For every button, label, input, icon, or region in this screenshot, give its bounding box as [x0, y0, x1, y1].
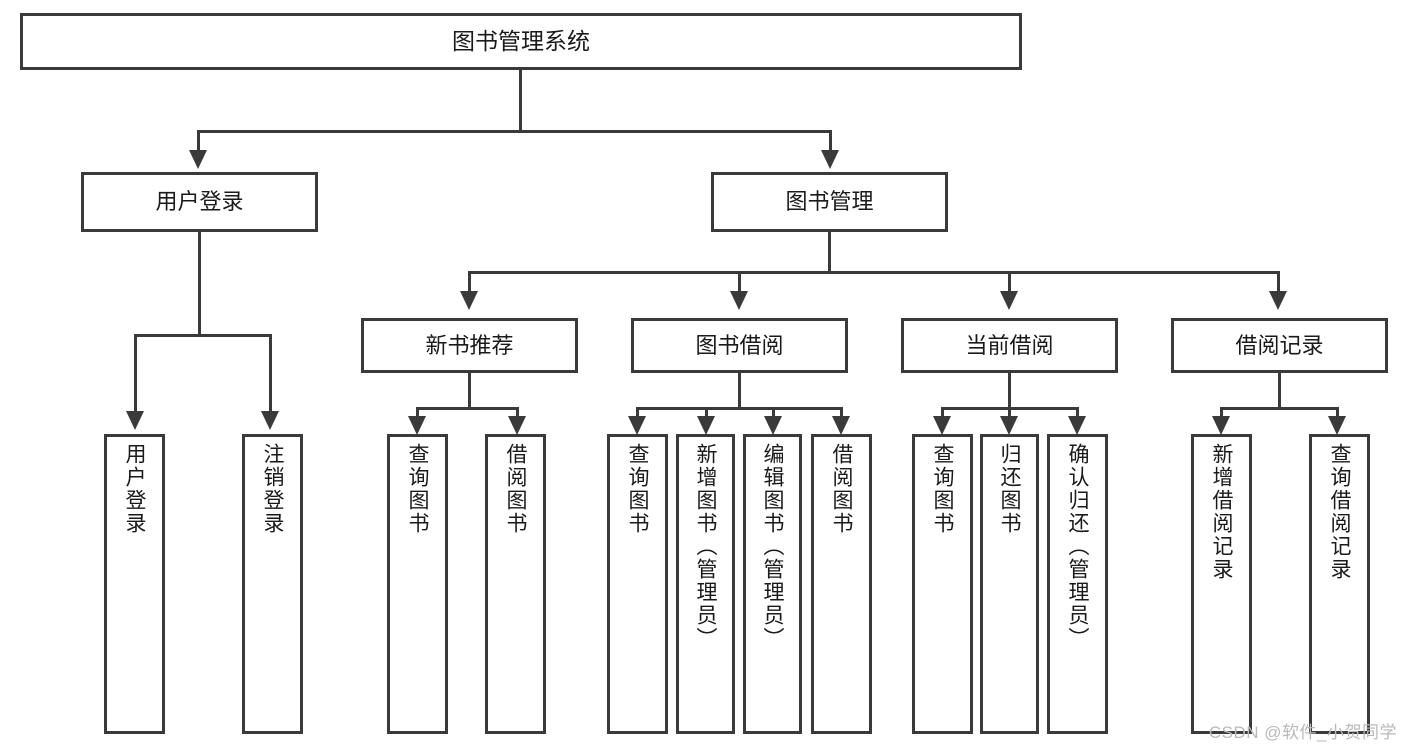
connector-new-book-drop-2	[516, 407, 519, 419]
arrow-to-new-book-recommend	[460, 291, 478, 310]
leaf-borrow-book-borrow[interactable]: 借阅图书	[811, 434, 872, 734]
connector-user-login-drop-1	[134, 334, 137, 413]
leaf-user-login[interactable]: 用户登录	[104, 434, 165, 734]
node-borrow-record[interactable]: 借阅记录	[1171, 318, 1388, 373]
node-label: 用户登录	[155, 189, 244, 215]
leaf-query-book-new-recommend[interactable]: 查询图书	[387, 434, 448, 734]
arrow-to-leaf-query-book-3	[933, 416, 951, 435]
arrow-to-borrow-record	[1269, 291, 1287, 310]
leaf-add-borrow-record[interactable]: 新增借阅记录	[1191, 434, 1252, 734]
node-label: 注销登录	[261, 443, 284, 535]
arrow-to-book-borrow	[730, 291, 748, 310]
node-label: 借阅图书	[504, 443, 527, 535]
node-label: 图书管理	[785, 189, 874, 215]
leaf-add-book-admin[interactable]: 新增图书（管理员）	[676, 434, 735, 734]
node-book-borrow[interactable]: 图书借阅	[631, 318, 848, 373]
connector-level1-drop-right	[829, 130, 832, 152]
node-label: 图书管理系统	[452, 27, 590, 54]
node-label: 新增借阅记录	[1210, 443, 1233, 581]
leaf-return-book[interactable]: 归还图书	[980, 434, 1039, 734]
connector-user-login-bar	[134, 334, 271, 337]
arrow-to-leaf-add-record	[1212, 416, 1230, 435]
node-label: 新书推荐	[425, 332, 514, 358]
connector-book-borrow-drop-4	[840, 407, 843, 419]
arrow-to-user-login	[189, 150, 207, 169]
arrow-to-current-borrow	[1000, 291, 1018, 310]
arrow-to-leaf-query-record	[1328, 416, 1346, 435]
connector-borrow-record-stem	[1278, 373, 1281, 410]
node-label: 用户登录	[123, 443, 146, 535]
node-book-management[interactable]: 图书管理	[711, 172, 948, 232]
arrow-to-leaf-return-book	[1000, 416, 1018, 435]
arrow-to-leaf-user-login	[126, 411, 144, 430]
leaf-confirm-return-admin[interactable]: 确认归还（管理员）	[1047, 434, 1108, 734]
node-user-login[interactable]: 用户登录	[81, 172, 318, 232]
leaf-logout[interactable]: 注销登录	[242, 434, 303, 734]
arrow-to-book-management	[821, 150, 839, 169]
connector-book-borrow-drop-1	[636, 407, 639, 419]
arrow-to-leaf-query-book-2	[628, 416, 646, 435]
leaf-borrow-book-new-recommend[interactable]: 借阅图书	[485, 434, 546, 734]
connector-root-stem	[519, 70, 522, 132]
node-current-borrow[interactable]: 当前借阅	[901, 318, 1118, 373]
connector-level2-drop-2	[738, 271, 741, 293]
arrow-to-leaf-logout	[261, 411, 279, 430]
connector-current-borrow-drop-1	[941, 407, 944, 419]
node-root-book-management-system[interactable]: 图书管理系统	[20, 13, 1022, 70]
connector-level2-bar	[468, 271, 1280, 274]
leaf-query-book-current[interactable]: 查询图书	[912, 434, 973, 734]
connector-current-borrow-drop-3	[1076, 407, 1079, 419]
connector-current-borrow-stem	[1008, 373, 1011, 410]
node-label: 编辑图书（管理员）	[761, 443, 784, 650]
node-label: 查询图书	[626, 443, 649, 535]
node-label: 借阅记录	[1235, 332, 1324, 358]
arrow-to-leaf-borrow-book-2	[832, 416, 850, 435]
connector-user-login-drop-2	[269, 334, 272, 413]
connector-book-management-stem	[828, 232, 831, 274]
arrow-to-leaf-borrow-book-1	[508, 416, 526, 435]
node-label: 查询图书	[406, 443, 429, 535]
leaf-edit-book-admin[interactable]: 编辑图书（管理员）	[743, 434, 802, 734]
node-label: 确认归还（管理员）	[1066, 443, 1089, 650]
connector-book-borrow-drop-2	[705, 407, 708, 419]
arrow-to-leaf-query-book-1	[408, 416, 426, 435]
connector-book-borrow-drop-3	[772, 407, 775, 419]
connector-book-borrow-stem	[738, 373, 741, 410]
leaf-query-book-borrow[interactable]: 查询图书	[607, 434, 668, 734]
node-new-book-recommend[interactable]: 新书推荐	[361, 318, 578, 373]
connector-new-book-bar	[416, 407, 519, 410]
node-label: 新增图书（管理员）	[694, 443, 717, 650]
connector-new-book-stem	[468, 373, 471, 410]
connector-level1-bar	[197, 130, 832, 133]
connector-level2-drop-3	[1008, 271, 1011, 293]
arrow-to-leaf-edit-book	[764, 416, 782, 435]
arrow-to-leaf-confirm-return	[1068, 416, 1086, 435]
connector-book-borrow-bar	[636, 407, 843, 410]
connector-user-login-stem	[198, 232, 201, 336]
connector-level2-drop-1	[468, 271, 471, 293]
connector-borrow-record-drop-2	[1336, 407, 1339, 419]
connector-current-borrow-drop-2	[1008, 407, 1011, 419]
node-label: 当前借阅	[965, 332, 1054, 358]
node-label: 查询借阅记录	[1328, 443, 1351, 581]
connector-borrow-record-bar	[1220, 407, 1339, 410]
node-label: 借阅图书	[830, 443, 853, 535]
connector-level1-drop-left	[197, 130, 200, 152]
connector-new-book-drop-1	[416, 407, 419, 419]
node-label: 查询图书	[931, 443, 954, 535]
connector-level2-drop-4	[1277, 271, 1280, 293]
connector-borrow-record-drop-1	[1220, 407, 1223, 419]
leaf-query-borrow-record[interactable]: 查询借阅记录	[1309, 434, 1370, 734]
node-label: 归还图书	[998, 443, 1021, 535]
arrow-to-leaf-add-book	[697, 416, 715, 435]
node-label: 图书借阅	[695, 332, 784, 358]
